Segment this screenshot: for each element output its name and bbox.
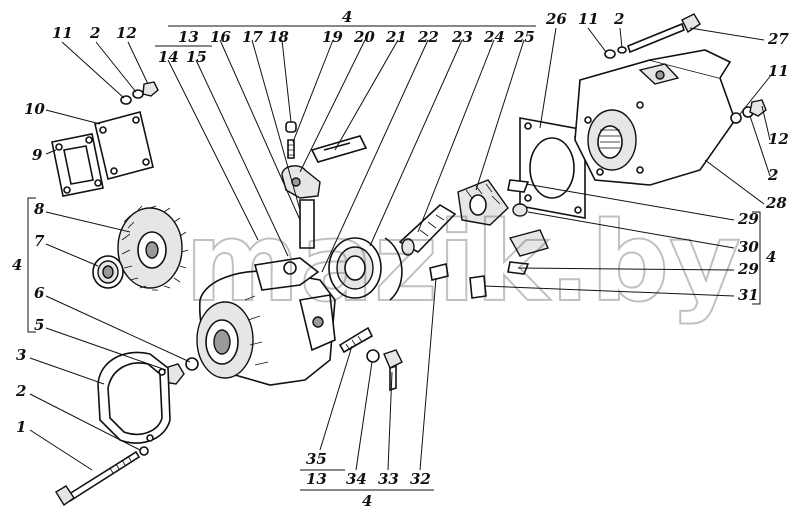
label-25: 25: [513, 28, 535, 46]
pump-housing: [196, 257, 336, 386]
label-35: 35: [306, 450, 327, 468]
label-2-top-left: 2: [89, 24, 100, 42]
washer-nut-set-left: [120, 81, 159, 105]
label-11-top-right: 11: [578, 10, 599, 28]
label-33: 33: [378, 470, 399, 488]
label-19: 19: [322, 28, 343, 46]
label-10: 10: [24, 100, 45, 118]
washer-nut-set-right: [730, 99, 767, 124]
label-8: 8: [34, 200, 45, 218]
gasket-9: [51, 133, 104, 197]
bolt-1: [55, 446, 149, 506]
label-15: 15: [186, 48, 207, 66]
label-12-left: 12: [116, 24, 137, 42]
label-29-upper: 29: [737, 210, 759, 228]
bolt-27: [604, 13, 701, 59]
pump-body-28: [574, 49, 736, 186]
label-13-bottom: 13: [306, 470, 327, 488]
label-23: 23: [451, 28, 473, 46]
label-2-top-right: 2: [613, 10, 624, 28]
gasket-26: [519, 117, 586, 219]
small-parts-32-35: [338, 263, 449, 392]
label-4-top: 4: [342, 8, 352, 26]
label-4-right: 4: [766, 248, 776, 266]
label-34: 34: [346, 470, 367, 488]
label-28: 28: [765, 194, 787, 212]
label-20: 20: [353, 28, 375, 46]
label-17: 17: [242, 28, 263, 46]
label-22: 22: [417, 28, 439, 46]
label-2-left: 2: [15, 382, 26, 400]
nut-washer-5-6: [163, 357, 199, 385]
shaft-24: [398, 204, 457, 256]
cover-plate-10: [94, 111, 154, 180]
gasket-3: [97, 351, 171, 444]
label-6: 6: [34, 284, 45, 302]
bearing-7: [92, 255, 124, 289]
small-parts-29-31: [469, 179, 549, 299]
label-11-right: 11: [768, 62, 789, 80]
bevel-gear-8: [117, 205, 189, 291]
label-18: 18: [268, 28, 289, 46]
leader-lines: [27, 25, 773, 491]
label-26: 26: [545, 10, 567, 28]
label-32: 32: [410, 470, 431, 488]
label-14: 14: [158, 48, 179, 66]
label-2-right: 2: [767, 166, 778, 184]
small-parts-17-21: [281, 121, 368, 249]
label-5: 5: [34, 316, 44, 334]
label-7: 7: [34, 232, 45, 250]
label-31: 31: [738, 286, 759, 304]
label-9: 9: [32, 146, 43, 164]
bearing-23: [328, 237, 403, 301]
label-27: 27: [767, 30, 789, 48]
label-4-left: 4: [12, 256, 22, 274]
label-30: 30: [738, 238, 759, 256]
label-16: 16: [210, 28, 231, 46]
gear-25: [457, 179, 509, 226]
label-3: 3: [16, 346, 26, 364]
label-21: 21: [385, 28, 407, 46]
label-1: 1: [16, 418, 26, 436]
label-13-top: 13: [178, 28, 199, 46]
label-29-lower: 29: [737, 260, 759, 278]
callout-labels: 11 2 12 10 9 4 8 7 6 5 3 2 1 4 13 14 15 …: [12, 8, 789, 510]
label-24: 24: [483, 28, 505, 46]
label-12-right: 12: [768, 130, 789, 148]
label-4-bottom: 4: [362, 492, 372, 510]
watermark: mazik.by: [185, 198, 741, 326]
label-11-left: 11: [52, 24, 73, 42]
